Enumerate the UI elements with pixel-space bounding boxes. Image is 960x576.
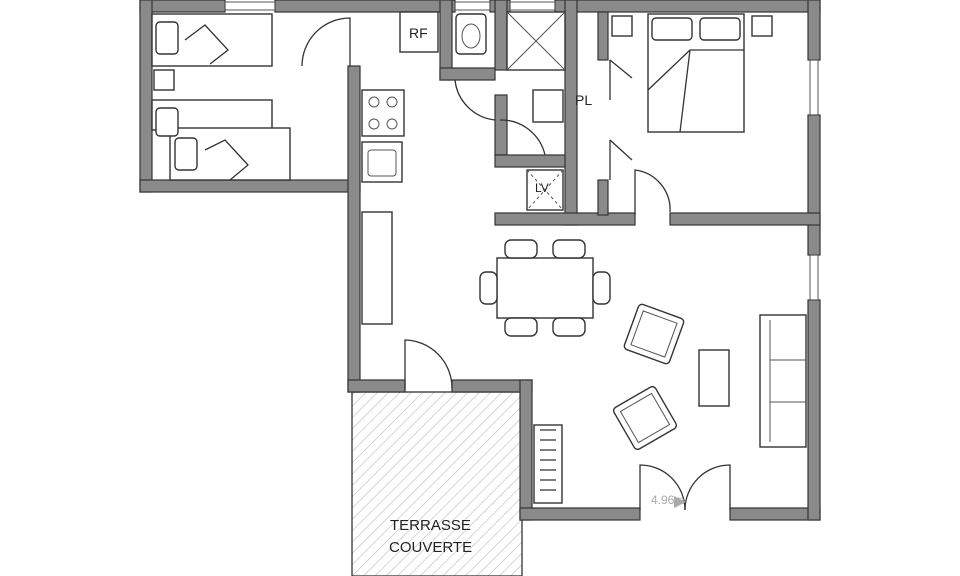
bathroom: [455, 11, 566, 211]
toilet: [455, 13, 487, 55]
terrace-label-line1: TERRASSE: [390, 517, 471, 534]
dimension-label: 4.96m: [651, 493, 685, 507]
walls: [139, 0, 821, 521]
dimension-arrow-icon: [674, 496, 686, 508]
stove: [361, 89, 405, 137]
fireplace: [533, 424, 563, 504]
dining-set: [479, 239, 611, 337]
doors: [301, 17, 731, 511]
counter: [361, 211, 393, 325]
washbasin: [532, 89, 564, 123]
windows: [224, 1, 819, 301]
fridge: [399, 11, 439, 53]
living-room: [533, 303, 807, 508]
kitchen: [361, 11, 439, 325]
covered-terrace: [351, 391, 523, 576]
fridge-label: RF: [409, 25, 428, 41]
closet-label: PL: [575, 92, 593, 108]
terrace-label-line2: COUVERTE: [389, 539, 473, 556]
double-bed: [611, 13, 773, 133]
sofa: [759, 314, 807, 448]
twin-beds: [151, 13, 291, 181]
coffee-table: [698, 349, 730, 407]
washer-label: LV: [535, 181, 549, 195]
